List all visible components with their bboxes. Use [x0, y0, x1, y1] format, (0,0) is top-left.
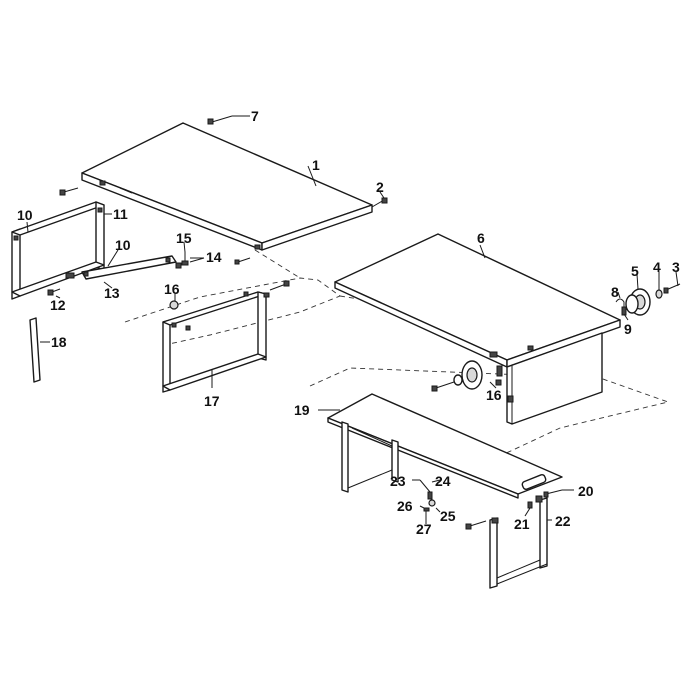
callout-14: 14 — [206, 249, 222, 265]
callout-7: 7 — [251, 108, 259, 124]
leg-frame-part-11 — [11, 201, 105, 300]
callout-23: 23 — [390, 473, 406, 489]
clip-part-8 — [615, 298, 625, 308]
leg-frame-part-22 — [489, 495, 548, 589]
leader-lines — [26, 115, 679, 524]
wheel-lower — [431, 360, 503, 392]
cabinet-body — [489, 332, 603, 425]
callout-10-brace: 10 — [115, 237, 131, 253]
callout-13: 13 — [104, 285, 120, 301]
bolt-shelf-lower — [465, 520, 487, 530]
callout-20: 20 — [578, 483, 594, 499]
bolts-upper-left — [59, 187, 251, 265]
callout-15: 15 — [176, 230, 192, 246]
callout-5: 5 — [631, 263, 639, 279]
brace-part-13 — [81, 255, 177, 280]
callout-18: 18 — [51, 334, 67, 350]
screw-part-21 — [527, 501, 533, 509]
callout-4: 4 — [653, 259, 661, 275]
bolt-part-2 — [371, 197, 388, 208]
screw-part-12 — [47, 272, 75, 296]
callout-labels: 1 2 3 4 5 6 7 8 9 10 10 11 12 13 14 15 1… — [17, 108, 680, 537]
callout-24: 24 — [435, 473, 451, 489]
callout-22: 22 — [555, 513, 571, 529]
callout-26: 26 — [397, 498, 413, 514]
shelf-part-19 — [327, 393, 563, 499]
callout-10-left: 10 — [17, 207, 33, 223]
callout-21: 21 — [514, 516, 530, 532]
bracket-part-9 — [621, 306, 627, 316]
screw-part-14 — [175, 257, 205, 269]
callout-1: 1 — [312, 157, 320, 173]
table-top-panel-1 — [81, 122, 373, 251]
callout-12: 12 — [50, 297, 66, 313]
bolt-part-20 — [543, 489, 563, 498]
leg-frame-part-17 — [162, 291, 270, 393]
callout-11: 11 — [113, 206, 128, 222]
callout-19: 19 — [294, 402, 310, 418]
pin-part-15 — [181, 252, 189, 266]
wheel-part-5 — [625, 288, 651, 316]
cabinet-top-part-6 — [334, 233, 621, 368]
bolts-centre — [269, 280, 290, 291]
bar-part-18 — [29, 317, 41, 383]
callout-16-lower: 16 — [486, 387, 502, 403]
shelf-leg-frame-left — [341, 421, 399, 493]
callout-16-upper: 16 — [164, 281, 180, 297]
callout-9: 9 — [624, 321, 632, 337]
latch-parts-23-27 — [419, 479, 436, 520]
callout-6: 6 — [477, 230, 485, 246]
washer-part-4 — [655, 289, 663, 299]
callout-17: 17 — [204, 393, 220, 409]
callout-3: 3 — [672, 259, 680, 275]
callout-25: 25 — [440, 508, 456, 524]
nut-part-16-upper — [169, 300, 179, 310]
bolt-part-7 — [207, 115, 233, 125]
callout-2: 2 — [376, 179, 384, 195]
callout-8: 8 — [611, 284, 619, 300]
callout-27: 27 — [416, 521, 432, 537]
